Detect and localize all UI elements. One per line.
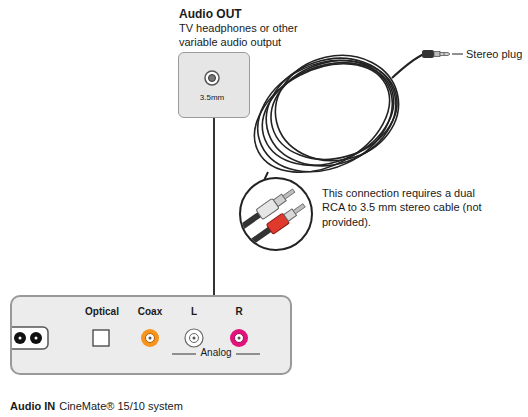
port-description: TV headphones or other variable audio ou… [179,22,311,50]
group-label: Analog [186,347,246,360]
port-heading: Audio OUT [179,7,329,22]
system-heading: Audio IN [10,400,55,412]
jack-label: R [209,306,269,319]
jack-label: L [164,306,224,319]
jack-size: 3.5mm [179,93,245,103]
cable-loop [252,41,411,182]
leader-line [452,54,463,55]
part-label: Stereo plug [466,47,528,61]
jack-plate: Audio OUTTV headphones or other variable… [178,52,250,118]
system-name: CineMate® 15/10 system [59,400,183,412]
jack-label: Optical [72,306,132,319]
cable-loop [265,43,409,172]
cable-loop [247,44,409,184]
input-panel: OpticalCoaxLRAnalogAudio INCineMate® 15/… [10,295,292,375]
cable [392,54,424,78]
audio-jack [179,53,245,117]
rca-magnifier [235,178,312,250]
cable-loop [240,39,411,192]
cable-loop [259,46,409,174]
caption-line: Audio IN CineMate® 15/10 system [10,395,187,415]
audio-cable-connection [213,118,215,295]
cable-coil [236,39,411,194]
stereo-plug [422,50,450,58]
jack-label: Coax [120,306,180,319]
cable-note: This connection requires a dual RCA to 3… [322,186,492,229]
